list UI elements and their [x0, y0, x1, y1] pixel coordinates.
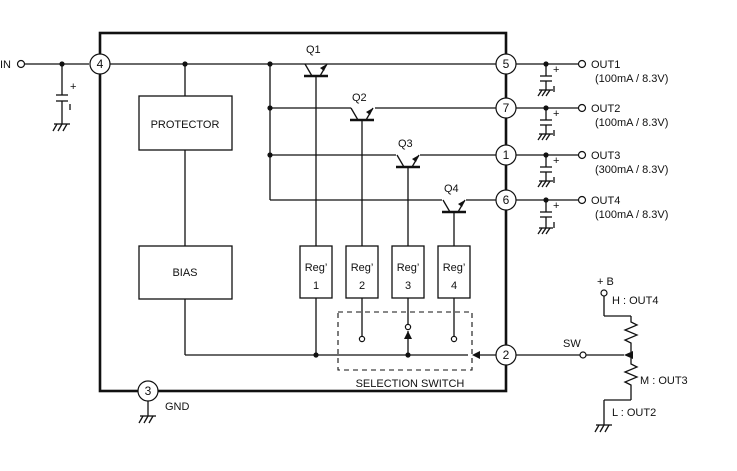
pin-4-number: 4 — [97, 57, 104, 71]
m-out3-label: M : OUT3 — [640, 375, 688, 387]
in-terminal — [16, 59, 26, 69]
svg-text:+: + — [70, 81, 76, 93]
bias-block — [138, 245, 233, 300]
ic-outline — [98, 31, 508, 393]
svg-text:Q4: Q4 — [444, 183, 459, 195]
svg-text:3: 3 — [405, 280, 411, 292]
out3-label: OUT3 — [591, 150, 620, 162]
out1-label: OUT1 — [591, 59, 620, 71]
reg-block-1: Reg’ 1 — [299, 245, 333, 355]
svg-text:Reg’: Reg’ — [443, 262, 466, 274]
svg-text:Q3: Q3 — [398, 138, 413, 150]
svg-text:Reg’: Reg’ — [305, 262, 328, 274]
out3-rating: (300mA / 8.3V) — [595, 164, 668, 176]
selection-switch-box — [337, 311, 473, 371]
output-2: + OUT2 (100mA / 8.3V) — [516, 103, 668, 141]
selection-switch-label: SELECTION SWITCH — [356, 378, 465, 390]
pin-2-number: 2 — [503, 348, 510, 362]
pin-7-number: 7 — [503, 101, 510, 115]
reg-block-4: Reg’ 4 — [437, 245, 471, 343]
out4-rating: (100mA / 8.3V) — [595, 209, 668, 221]
pin-5-number: 5 — [503, 57, 510, 71]
output-3: + OUT3 (300mA / 8.3V) — [516, 150, 668, 188]
output-1: + OUT1 (100mA / 8.3V) — [516, 59, 668, 97]
gnd-label: GND — [165, 401, 190, 413]
svg-text:1: 1 — [313, 280, 319, 292]
svg-text:Q1: Q1 — [306, 44, 321, 56]
out2-rating: (100mA / 8.3V) — [595, 117, 668, 129]
svg-text:+: + — [553, 108, 559, 120]
out1-rating: (100mA / 8.3V) — [595, 73, 668, 85]
reg-block-3: Reg’ 3 — [391, 245, 425, 355]
transistor-q1: Q1 — [304, 44, 328, 246]
sw-label: SW — [563, 338, 581, 350]
transistor-q4: Q4 — [442, 183, 466, 246]
external-selector: + B H : OUT4 M : OUT3 L : OUT2 — [594, 276, 688, 433]
svg-text:+: + — [553, 155, 559, 167]
svg-text:Q2: Q2 — [352, 92, 367, 104]
h-out4-label: H : OUT4 — [612, 295, 658, 307]
plus-b-label: + B — [597, 276, 614, 288]
svg-text:+: + — [553, 200, 559, 212]
transistor-q3: Q3 — [396, 138, 420, 246]
in-label: IN — [0, 59, 11, 71]
bias-label: BIAS — [172, 267, 197, 279]
svg-text:Reg’: Reg’ — [351, 262, 374, 274]
gnd-pin-group: 3 GND — [137, 380, 190, 424]
pin-1-number: 1 — [503, 148, 510, 162]
output-4: + OUT4 (100mA / 8.3V) — [516, 195, 668, 235]
svg-text:+: + — [553, 64, 559, 76]
protector-label: PROTECTOR — [151, 119, 220, 131]
svg-text:2: 2 — [359, 280, 365, 292]
input-capacitor: + — [52, 64, 76, 132]
transistor-q2: Q2 — [350, 92, 374, 246]
sw-line: SW — [516, 338, 624, 359]
out4-label: OUT4 — [591, 195, 620, 207]
pin-3-number: 3 — [145, 384, 152, 398]
pin-6-number: 6 — [503, 193, 510, 207]
svg-text:Reg’: Reg’ — [397, 262, 420, 274]
svg-text:4: 4 — [451, 280, 457, 292]
protector-block — [138, 95, 233, 151]
l-out2-label: L : OUT2 — [612, 407, 656, 419]
reg-block-2: Reg’ 2 — [345, 245, 379, 343]
out2-label: OUT2 — [591, 103, 620, 115]
